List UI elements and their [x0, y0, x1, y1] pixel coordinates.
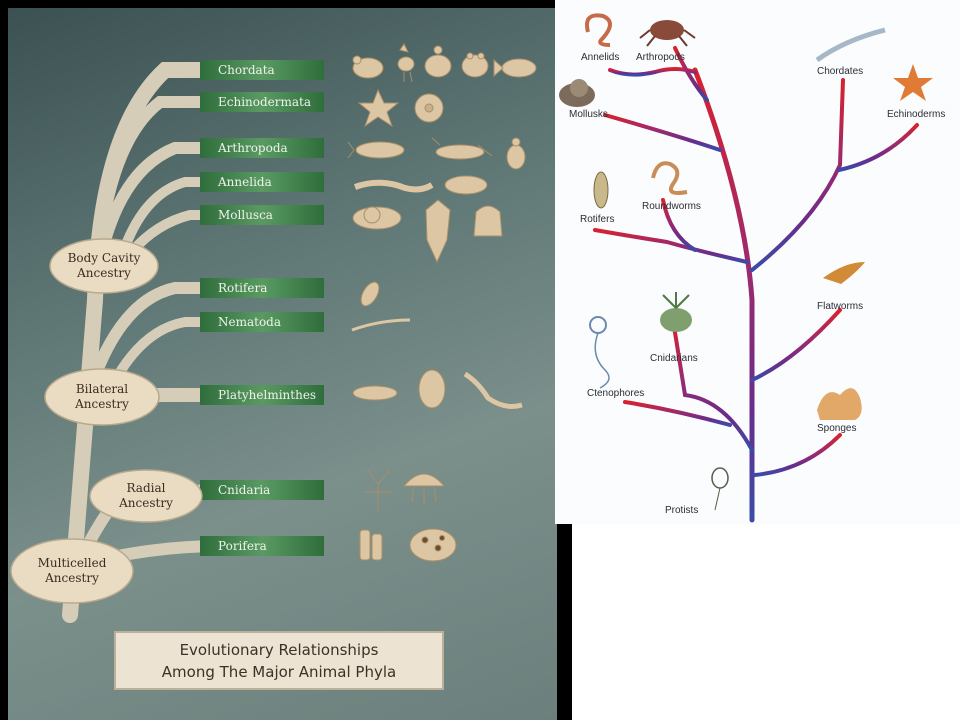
echinoderm-icon	[893, 64, 933, 101]
starfish-icon	[357, 88, 400, 128]
tapeworm-icon	[463, 371, 523, 409]
rotifer-icon	[360, 281, 380, 307]
chordate-icon	[815, 27, 886, 63]
title-plaque: Evolutionary Relationships Among The Maj…	[114, 631, 444, 690]
label-flatworms: Flatworms	[817, 301, 864, 312]
sponge-icon	[359, 529, 383, 561]
phylum-label-porifera: Porifera	[218, 539, 267, 553]
flatworm-icon	[352, 385, 398, 401]
phylum-label-mollusca: Mollusca	[218, 208, 273, 222]
phylum-label-chordata: Chordata	[218, 63, 275, 77]
label-echinoderms: Echinoderms	[887, 109, 946, 120]
mouse-icon	[352, 55, 384, 79]
lobster-icon	[347, 141, 405, 159]
ancestry-line1: Bilateral	[75, 382, 129, 396]
phylum-label-annelida: Annelida	[218, 175, 272, 189]
label-mollusks: Mollusks	[569, 109, 608, 120]
label-annelids: Annelids	[581, 52, 620, 63]
right-tree-branches	[593, 46, 919, 523]
roundworm-icon	[651, 161, 688, 195]
ancestry-radial: Radial Ancestry	[96, 481, 196, 511]
ancestry-body-cavity: Body Cavity Ancestry	[54, 251, 154, 281]
spider-icon	[506, 137, 526, 170]
right-tree-diagram	[559, 13, 933, 523]
label-rotifers: Rotifers	[580, 214, 615, 225]
left-tree-branches	[62, 62, 218, 623]
earthworm-icon	[353, 179, 434, 193]
coral-sponge-icon	[409, 528, 457, 562]
animal-figurines	[347, 43, 537, 562]
phylum-label-platyhelminthes: Platyhelminthes	[218, 388, 317, 402]
scallop-icon	[473, 205, 503, 237]
organism-illustrations	[559, 13, 933, 511]
label-protists: Protists	[665, 505, 699, 516]
cnidarian-icon	[660, 292, 692, 332]
turtle-icon	[424, 45, 452, 78]
snail-icon	[352, 206, 402, 230]
ctenophore-icon	[589, 316, 610, 389]
mollusk-icon	[559, 79, 595, 107]
label-arthropods: Arthropods	[636, 52, 685, 63]
leech-icon	[444, 175, 488, 195]
squid-icon	[425, 199, 451, 264]
sponge-icon	[817, 388, 862, 420]
label-sponges: Sponges	[817, 423, 857, 434]
bird-icon	[397, 43, 415, 83]
flatworm-icon	[823, 262, 865, 284]
plaque-line1: Evolutionary Relationships	[179, 641, 379, 659]
rotifer-icon	[593, 171, 609, 209]
ancestry-multicelled: Multicelled Ancestry	[18, 556, 126, 586]
jellyfish-icon	[402, 473, 446, 506]
insect-icon	[431, 137, 493, 160]
ancestry-line1: Body Cavity	[67, 251, 141, 265]
annelid-icon	[585, 13, 612, 47]
plaque-line2: Among The Major Animal Phyla	[161, 663, 397, 681]
fluke-icon	[418, 369, 446, 409]
evolution-plaque-panel: Chordata Echinodermata Arthropoda Anneli…	[0, 0, 572, 720]
phylum-label-nematoda: Nematoda	[218, 315, 282, 329]
ancestry-line2: Ancestry	[119, 496, 173, 510]
hydra-icon	[364, 469, 392, 512]
ancestry-line1: Multicelled	[37, 556, 107, 570]
phylogenetic-tree-panel: Annelids Arthropods Chordates Mollusks E…	[555, 0, 960, 524]
phylum-label-echinodermata: Echinodermata	[218, 95, 312, 109]
phylum-label-cnidaria: Cnidaria	[218, 483, 271, 497]
phylum-label-rotifera: Rotifera	[218, 281, 268, 295]
roundworm-icon	[351, 318, 411, 332]
phylum-bands	[200, 60, 324, 556]
label-roundworms: Roundworms	[642, 201, 701, 212]
ancestry-line2: Ancestry	[75, 397, 129, 411]
sand-dollar-icon	[414, 93, 444, 123]
ancestry-line2: Ancestry	[77, 266, 131, 280]
fish-icon	[493, 58, 537, 78]
ancestry-ovals	[10, 238, 203, 604]
ancestry-line2: Ancestry	[45, 571, 99, 585]
frog-icon	[461, 52, 489, 78]
left-tree-diagram	[10, 43, 537, 623]
protist-icon	[711, 467, 729, 511]
label-ctenophores: Ctenophores	[587, 388, 645, 399]
label-chordates: Chordates	[817, 66, 864, 77]
arthropod-icon	[639, 20, 696, 47]
label-cnidarians: Cnidarians	[650, 353, 698, 364]
phylum-label-arthropoda: Arthropoda	[218, 141, 288, 155]
ancestry-bilateral: Bilateral Ancestry	[52, 382, 152, 412]
ancestry-line1: Radial	[126, 481, 166, 495]
